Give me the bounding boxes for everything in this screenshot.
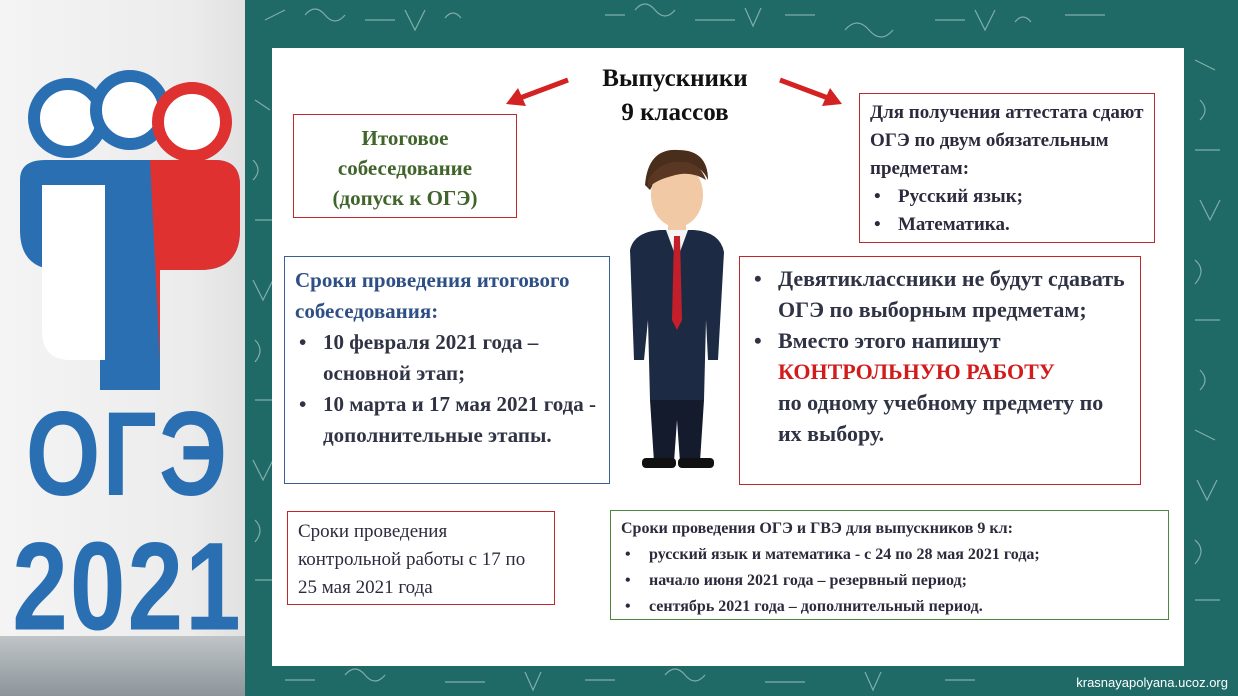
- interview-dates-list: •10 февраля 2021 года – основной этап; •…: [295, 327, 599, 451]
- exam-dates-list: •русский язык и математика - с 24 по 28 …: [621, 542, 1158, 620]
- attestat-box: Для получения аттестата сдают ОГЭ по дву…: [859, 93, 1155, 243]
- attestat-list: •Русский язык; •Математика.: [870, 183, 1144, 239]
- interview-line-2: собеседование: [337, 156, 473, 180]
- title-line-2: 9 классов: [621, 99, 729, 126]
- watermark: krasnayapolyana.ucoz.org: [1076, 675, 1228, 690]
- list-item: •начало июня 2021 года – резервный перио…: [625, 572, 967, 589]
- list-item: •Девятиклассники не будут сдавать ОГЭ по…: [754, 266, 1125, 322]
- list-item: •10 марта и 17 мая 2021 года - дополните…: [299, 392, 597, 447]
- arrow-left-icon: [506, 77, 569, 106]
- control-work-text: Сроки проведения контрольной работы с 17…: [298, 521, 526, 598]
- page-title: Выпускники 9 классов: [570, 62, 780, 130]
- logo-panel: ОГЭ 2021: [0, 0, 270, 696]
- attestat-text: Для получения аттестата сдают ОГЭ по дву…: [870, 102, 1144, 179]
- student-illustration-icon: [630, 149, 724, 468]
- interview-line-1: Итоговое: [361, 126, 449, 150]
- list-item: •10 февраля 2021 года – основной этап;: [299, 330, 539, 385]
- floor-decoration: [0, 636, 270, 696]
- interview-dates-box: Сроки проведения итогового собеседования…: [284, 256, 610, 484]
- logo-title: ОГЭ: [25, 387, 230, 522]
- interview-dates-heading: Сроки проведения итогового собеседования…: [295, 268, 570, 323]
- list-item: •Математика.: [874, 214, 1010, 235]
- list-item: •сентябрь 2021 года – дополнительный пер…: [625, 598, 983, 615]
- title-line-1: Выпускники: [602, 65, 748, 92]
- changes-box: •Девятиклассники не будут сдавать ОГЭ по…: [739, 256, 1141, 485]
- exam-dates-box: Сроки проведения ОГЭ и ГВЭ для выпускник…: [610, 510, 1169, 620]
- control-work-box: Сроки проведения контрольной работы с 17…: [287, 511, 555, 605]
- changes-list: •Девятиклассники не будут сдавать ОГЭ по…: [750, 263, 1130, 449]
- interview-box: Итоговое собеседование (допуск к ОГЭ): [293, 114, 517, 218]
- interview-line-3: (допуск к ОГЭ): [332, 186, 478, 210]
- control-work-highlight: КОНТРОЛЬНУЮ РАБОТУ: [778, 359, 1055, 384]
- formula-doodles-icon: [252, 3, 1221, 692]
- exam-dates-heading: Сроки проведения ОГЭ и ГВЭ для выпускник…: [621, 520, 1013, 537]
- list-item: •русский язык и математика - с 24 по 28 …: [625, 546, 1040, 563]
- arrow-right-icon: [779, 77, 842, 106]
- logo-year: 2021: [12, 516, 243, 657]
- oge-logo-icon: [20, 70, 240, 390]
- list-item: •Русский язык;: [874, 186, 1024, 207]
